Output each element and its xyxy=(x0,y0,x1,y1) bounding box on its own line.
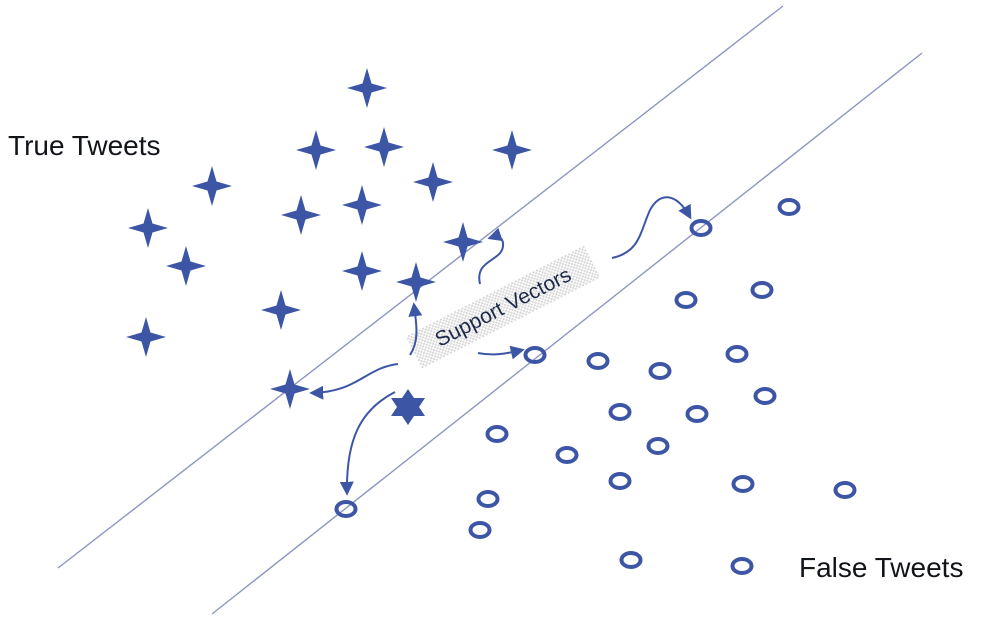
ring-icon xyxy=(730,557,754,575)
ring-icon xyxy=(731,475,755,493)
lower-margin-line xyxy=(211,52,923,615)
ring-icon xyxy=(777,198,801,216)
ring-icon xyxy=(468,521,492,539)
four-point-star-icon xyxy=(364,127,404,167)
ring-icon xyxy=(523,346,547,364)
four-point-star-icon xyxy=(347,68,387,108)
ring-icon xyxy=(608,472,632,490)
four-point-star-icon xyxy=(492,130,532,170)
support-vectors-label-box xyxy=(405,245,601,369)
arrow-to-left-star xyxy=(309,363,399,400)
support-vectors-label: Support Vectors xyxy=(405,245,601,369)
arrow-to-bottom-ring xyxy=(339,391,396,496)
ring-icon xyxy=(619,551,643,569)
support-vector-arrows xyxy=(309,196,692,496)
six-point-star-icon xyxy=(391,389,425,425)
arrow-to-upper-star xyxy=(408,302,423,356)
four-point-star-icon xyxy=(281,195,321,235)
ring-icon xyxy=(476,490,500,508)
true-tweets-label: True Tweets xyxy=(8,130,161,161)
ring-icon xyxy=(608,403,632,421)
arrow-to-top-star xyxy=(478,227,505,285)
false-tweets-group xyxy=(334,198,857,575)
ring-icon xyxy=(648,362,672,380)
support-vectors-label-text: Support Vectors xyxy=(431,263,575,351)
ring-icon xyxy=(485,425,509,443)
ring-icon xyxy=(750,281,774,299)
four-point-star-icon xyxy=(443,222,483,262)
four-point-star-icon xyxy=(126,317,166,357)
ring-icon xyxy=(725,345,749,363)
four-point-star-icon xyxy=(396,262,436,302)
four-point-star-icon xyxy=(270,369,310,409)
ring-icon xyxy=(334,500,358,518)
four-point-star-icon xyxy=(128,208,168,248)
arrow-to-top-ring xyxy=(611,196,692,259)
upper-margin-line xyxy=(57,5,784,569)
four-point-star-icon xyxy=(192,166,232,206)
four-point-star-icon xyxy=(342,251,382,291)
ring-icon xyxy=(753,387,777,405)
four-point-star-icon xyxy=(261,290,301,330)
false-tweets-label: False Tweets xyxy=(799,552,964,583)
four-point-star-icon xyxy=(342,185,382,225)
four-point-star-icon xyxy=(296,130,336,170)
ring-icon xyxy=(833,481,857,499)
arrow-to-middle-ring xyxy=(477,345,525,360)
ring-icon xyxy=(555,446,579,464)
ring-icon xyxy=(646,437,670,455)
ring-icon xyxy=(674,291,698,309)
true-tweets-group xyxy=(126,68,532,409)
four-point-star-icon xyxy=(166,246,206,286)
ring-icon xyxy=(685,405,709,423)
ring-icon xyxy=(689,219,713,237)
four-point-star-icon xyxy=(413,162,453,202)
ring-icon xyxy=(586,352,610,370)
